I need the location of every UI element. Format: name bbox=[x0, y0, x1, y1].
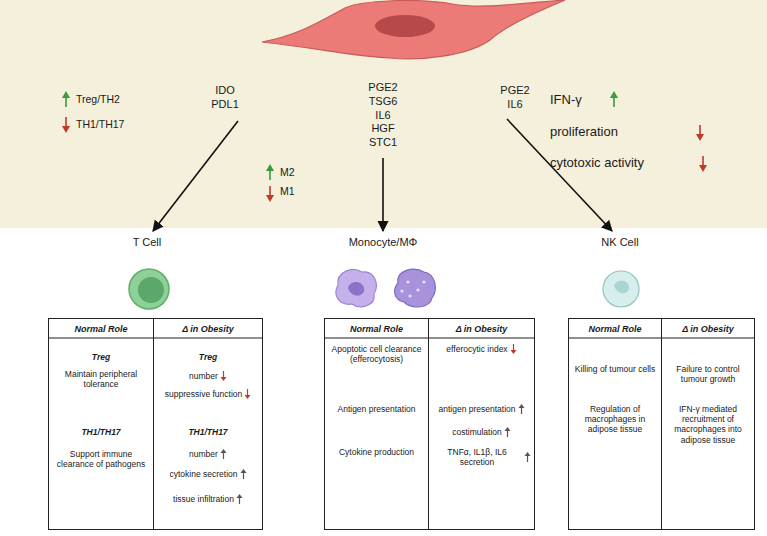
table-row: efferocytic index bbox=[432, 344, 531, 354]
table-text: IFN-γ mediated recruitment of macrophage… bbox=[665, 404, 751, 445]
table-text: TH1/TH17 bbox=[81, 427, 120, 437]
table-row: Treg bbox=[157, 352, 259, 362]
table-row: Cytokine production bbox=[328, 447, 425, 457]
annotation-label: M1 bbox=[280, 185, 295, 198]
annotation-label: cytotoxic activity bbox=[550, 155, 644, 171]
monocyte-icons bbox=[336, 269, 435, 307]
table-text: Killing of tumour cells bbox=[575, 364, 655, 374]
table-row: Apoptotic cell clearance (efferocytosis) bbox=[328, 344, 425, 364]
decrease-arrow bbox=[510, 344, 517, 354]
annotation-label: Monocyte/MΦ bbox=[333, 236, 433, 250]
increase-arrow bbox=[240, 469, 247, 479]
annotation-label: T Cell bbox=[107, 236, 187, 250]
table-column: Normal RoleApoptotic cell clearance (eff… bbox=[324, 318, 429, 530]
annotation-label: IDO PDL1 bbox=[207, 84, 243, 112]
table-row: TH1/TH17 bbox=[52, 427, 150, 437]
column-header: Δ in Obesity bbox=[682, 324, 734, 335]
table-column: Δ in ObesityTreg number suppressive functi… bbox=[153, 318, 263, 530]
table-row: cytokine secretion bbox=[157, 469, 259, 479]
table-row: antigen presentation bbox=[432, 404, 531, 414]
table-column: Δ in Obesity efferocytic index antigen pre… bbox=[428, 318, 535, 530]
column-header: Normal Role bbox=[588, 324, 641, 335]
annotation-label: PGE2 TSG6 IL6 HGF STC1 bbox=[365, 81, 401, 150]
increase-arrow bbox=[220, 449, 227, 459]
table-text: tissue infiltration bbox=[173, 494, 234, 504]
table-row: Killing of tumour cells bbox=[572, 364, 658, 374]
table-row: Regulation of macrophages in adipose tis… bbox=[572, 404, 658, 435]
annotation-label: Treg/TH2 bbox=[76, 93, 120, 106]
table-text: Apoptotic cell clearance (efferocytosis) bbox=[328, 344, 425, 364]
increase-arrow bbox=[524, 452, 531, 462]
stromal-cell bbox=[262, 0, 565, 59]
table-text: Failure to control tumour growth bbox=[665, 364, 751, 384]
table-row: number bbox=[157, 449, 259, 459]
annotation-label: NK Cell bbox=[580, 236, 660, 250]
table-row: Δ in Obesity bbox=[432, 324, 531, 335]
table-text: Cytokine production bbox=[339, 447, 414, 457]
column-header: Normal Role bbox=[74, 324, 127, 335]
table-row: Treg bbox=[52, 352, 150, 362]
table-row: Normal Role bbox=[572, 324, 658, 335]
table-column: Normal RoleTregMaintain peripheral toler… bbox=[48, 318, 154, 530]
table-text: costimulation bbox=[452, 427, 502, 437]
table-row: Support immune clearance of pathogens bbox=[52, 449, 150, 469]
table-text: number bbox=[189, 371, 218, 381]
table-row: suppressive function bbox=[157, 389, 259, 399]
table-text: Antigen presentation bbox=[338, 404, 416, 414]
annotation-label: IFN-γ bbox=[550, 92, 582, 108]
increase-arrow bbox=[236, 494, 243, 504]
increase-arrow bbox=[504, 427, 511, 437]
table-row: Maintain peripheral tolerance bbox=[52, 369, 150, 389]
annotation-label: PGE2 IL6 bbox=[497, 84, 533, 112]
table-row: Antigen presentation bbox=[328, 404, 425, 414]
column-header: Normal Role bbox=[350, 324, 403, 335]
table-row: number bbox=[157, 371, 259, 381]
table-text: cytokine secretion bbox=[169, 469, 237, 479]
table-text: number bbox=[189, 449, 218, 459]
table-row: TH1/TH17 bbox=[157, 427, 259, 437]
column-header: Δ in Obesity bbox=[456, 324, 508, 335]
table-row: Failure to control tumour growth bbox=[665, 364, 751, 384]
table-text: Regulation of macrophages in adipose tis… bbox=[572, 404, 658, 435]
annotation-label: M2 bbox=[280, 166, 295, 179]
table-text: Maintain peripheral tolerance bbox=[52, 369, 150, 389]
nk-cell-icon bbox=[603, 271, 639, 307]
table-header-rules bbox=[48, 337, 755, 338]
table-column: Δ in ObesityFailure to control tumour gr… bbox=[661, 318, 755, 530]
table-text: Support immune clearance of pathogens bbox=[52, 449, 150, 469]
table-row: tissue infiltration bbox=[157, 494, 259, 504]
table-text: Treg bbox=[92, 352, 110, 362]
secretion-arrows bbox=[153, 119, 612, 231]
table-row: Normal Role bbox=[52, 324, 150, 335]
increase-arrow bbox=[518, 404, 525, 414]
table-row: IFN-γ mediated recruitment of macrophage… bbox=[665, 404, 751, 445]
table-row: Normal Role bbox=[328, 324, 425, 335]
column-header: Δ in Obesity bbox=[182, 324, 234, 335]
annotation-label: TH1/TH17 bbox=[76, 118, 124, 131]
decrease-arrow bbox=[220, 371, 227, 381]
annotation-label: proliferation bbox=[550, 124, 618, 140]
table-text: efferocytic index bbox=[446, 344, 507, 354]
t-cell-icon bbox=[129, 269, 169, 309]
table-row: TNFα, IL1β, IL6 secretion bbox=[432, 447, 531, 467]
table-text: suppressive function bbox=[165, 389, 243, 399]
table-text: Treg bbox=[199, 352, 217, 362]
table-column: Normal RoleKilling of tumour cellsRegula… bbox=[568, 318, 662, 530]
table-row: Δ in Obesity bbox=[157, 324, 259, 335]
table-row: costimulation bbox=[432, 427, 531, 437]
table-text: TNFα, IL1β, IL6 secretion bbox=[432, 447, 522, 467]
table-row: Δ in Obesity bbox=[665, 324, 751, 335]
table-text: TH1/TH17 bbox=[188, 427, 227, 437]
decrease-arrow bbox=[244, 389, 251, 399]
table-text: antigen presentation bbox=[438, 404, 515, 414]
